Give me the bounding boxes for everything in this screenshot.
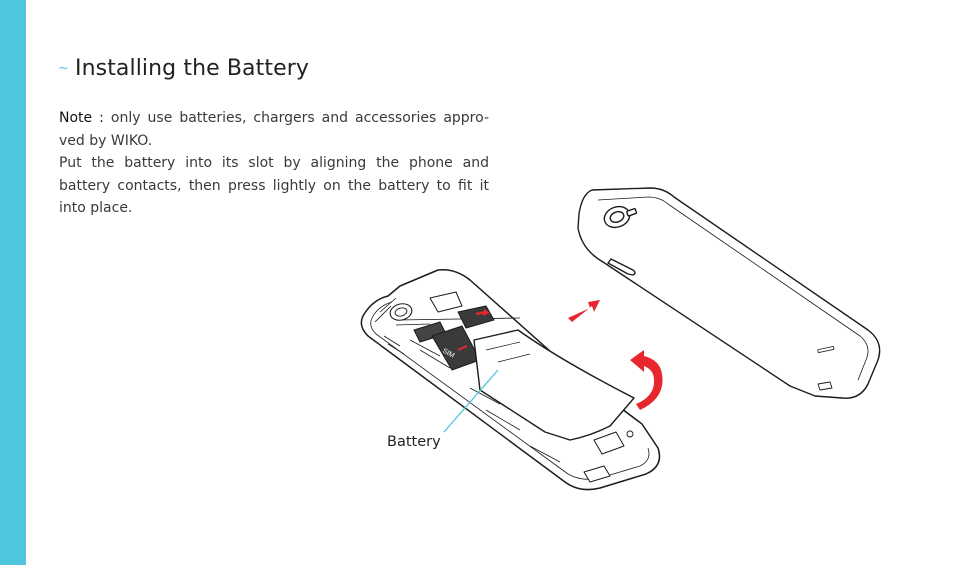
instructions-line-1: Put the battery into its slot by alignin…: [59, 155, 489, 172]
battery-installation-illustration: SIM: [360, 187, 881, 491]
slide-arrow-icon: [568, 300, 600, 322]
instructions-line-3: into place.: [59, 200, 133, 217]
accent-side-bar: [0, 0, 26, 565]
note-text-1: only use batteries, chargers and accesso…: [103, 110, 490, 126]
note-line-2: ved by WIKO.: [59, 132, 153, 149]
page-title: ~ Installing the Battery: [58, 56, 309, 81]
lift-arrow-icon: [630, 350, 663, 410]
back-cover: [577, 187, 881, 399]
title-text: Installing the Battery: [75, 56, 309, 81]
battery-callout-label: Battery: [387, 434, 441, 450]
instructions-line-2: battery contacts, then press lightly on …: [59, 177, 489, 194]
battery-callout-line: [443, 369, 499, 433]
note-line-1: Note : only use batteries, chargers and …: [59, 107, 489, 130]
title-tilde: ~: [58, 61, 69, 76]
body-text: Note : only use batteries, chargers and …: [59, 107, 489, 220]
note-label: Note :: [59, 110, 104, 126]
sim-slot-2: SIM: [413, 321, 481, 371]
sim-slot-1: [457, 305, 495, 329]
battery: [473, 329, 635, 441]
